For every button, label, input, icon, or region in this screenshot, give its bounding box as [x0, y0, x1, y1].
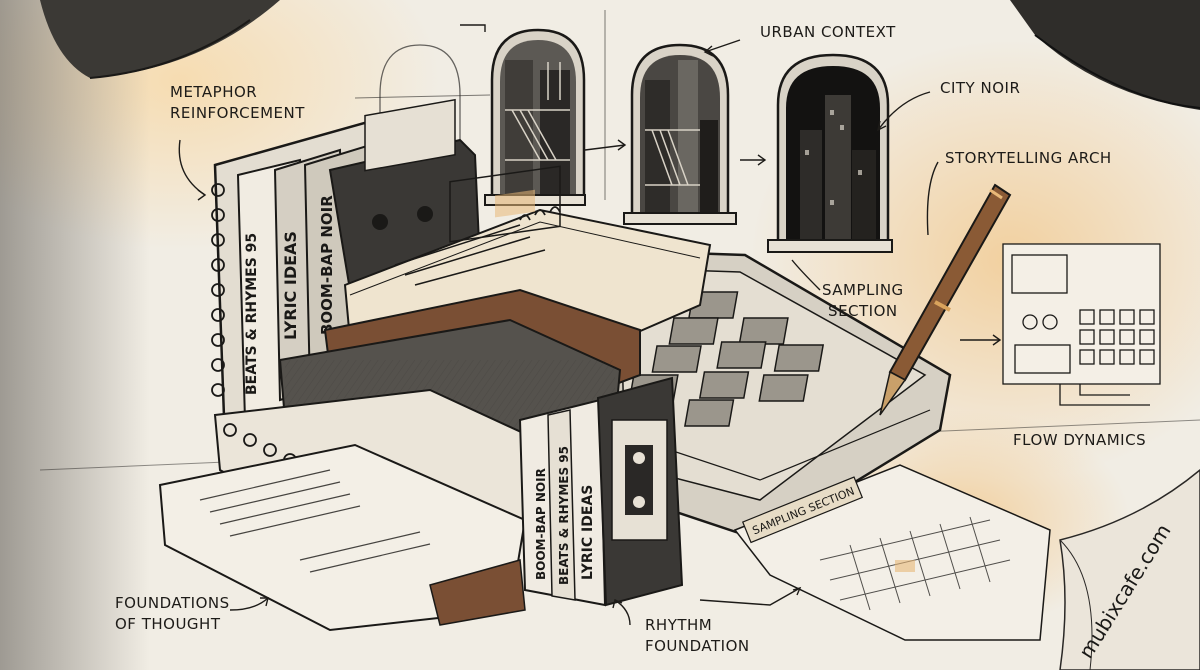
label-metaphor-reinforcement: METAPHOR REINFORCEMENT	[170, 83, 305, 122]
lamp-right-icon	[1010, 0, 1200, 110]
cassette-spine-beats-rhymes: BEATS & RHYMES 95	[557, 446, 571, 585]
label-rhythm-foundation: RHYTHM FOUNDATION	[645, 616, 750, 655]
spine-lyric-ideas: LYRIC IDEAS	[281, 231, 300, 340]
label-flow-dynamics: FLOW DYNAMICS	[1013, 431, 1147, 449]
fountain-pen-icon	[879, 183, 1012, 416]
spine-beats-rhymes: BEATS & RHYMES 95	[244, 233, 260, 395]
annotation-arrows	[178, 24, 1002, 626]
window-arch-1	[484, 28, 586, 206]
spine-boom-bap-noir: BOOM-BAP NOIR	[318, 195, 336, 335]
window-arch-2	[623, 43, 737, 225]
drum-machine	[598, 248, 952, 542]
cassette-stack	[518, 376, 684, 607]
cassette-spine-lyric-ideas: LYRIC IDEAS	[580, 485, 596, 580]
label-city-noir: CITY NOIR	[940, 79, 1021, 97]
label-storytelling-arch: STORYTELLING ARCH	[945, 149, 1112, 167]
label-sampling-section: SAMPLING SECTION	[822, 281, 904, 320]
lamp-left-icon	[40, 0, 280, 79]
label-urban-context: URBAN CONTEXT	[760, 23, 896, 41]
lower-notebooks	[158, 388, 562, 632]
mpc-schematic	[1002, 243, 1161, 406]
window-arch-3	[767, 53, 893, 253]
cassette-spine-boom-bap: BOOM-BAP NOIR	[534, 468, 548, 580]
label-foundations-of-thought: FOUNDATIONS OF THOUGHT	[115, 594, 230, 633]
